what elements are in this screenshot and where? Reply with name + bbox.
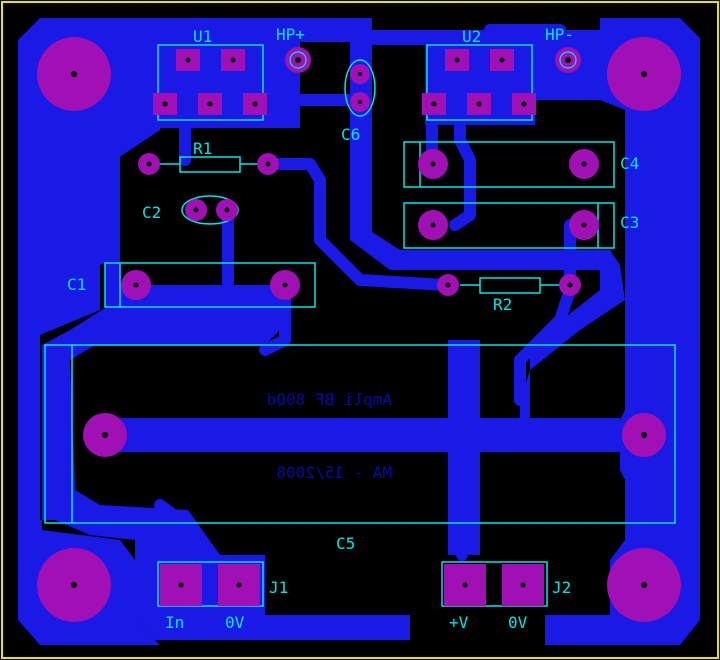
copper-layer [18, 18, 700, 645]
pad-holes [102, 57, 647, 588]
copper-trace-c5 [105, 418, 620, 452]
copper-text: Ampli BF 80Qd MA - 15/2008 [267, 390, 392, 482]
j1-outline [157, 561, 264, 607]
copper-text-line1: Ampli BF 80Qd [267, 390, 392, 409]
silkscreen-labels: U1 HP+ U2 HP- C6 R1 C4 C2 C3 C1 R2 C5 J1… [67, 25, 639, 632]
via-rings [289, 51, 577, 69]
label-r2: R2 [493, 295, 512, 314]
c5-outline [44, 344, 676, 524]
j2-outline [441, 561, 548, 607]
c3-outline [403, 202, 615, 249]
u2-outline [426, 44, 533, 121]
label-c1: C1 [67, 275, 86, 294]
label-j1-0v: 0V [225, 613, 245, 632]
label-hp-minus: HP- [545, 25, 574, 44]
label-c2: C2 [142, 203, 161, 222]
c6-outline [344, 59, 376, 117]
copper-pour-right [545, 18, 700, 645]
label-j1-in: In [165, 613, 184, 632]
c1-outline [104, 262, 316, 308]
trace-u2-c3 [449, 99, 476, 231]
label-j2: J2 [552, 578, 571, 597]
label-j2-plus-v: +V [449, 613, 469, 632]
u1-outline [157, 44, 264, 121]
label-hp-plus: HP+ [276, 25, 305, 44]
label-u2: U2 [462, 27, 481, 46]
label-u1: U1 [193, 27, 212, 46]
copper-pour-top-right [350, 30, 625, 440]
copper-text-line2: MA - 15/2008 [276, 463, 392, 482]
silkscreen-layer [44, 44, 676, 607]
c4-outline [403, 141, 615, 188]
trace-r1-right [262, 158, 451, 291]
trace-j1 [154, 499, 186, 561]
label-c6: C6 [341, 125, 360, 144]
r2-body [479, 277, 541, 294]
label-j2-0v: 0V [508, 613, 528, 632]
trace-c1-down [259, 279, 291, 356]
label-c5: C5 [336, 534, 355, 553]
label-c3: C3 [620, 213, 639, 232]
copper-pour-left-edge [18, 18, 160, 520]
label-r1: R1 [193, 139, 212, 158]
label-j1: J1 [269, 578, 288, 597]
trace-r2-down [514, 284, 576, 406]
copper-pour-left [40, 18, 410, 640]
label-c4: C4 [620, 154, 639, 173]
